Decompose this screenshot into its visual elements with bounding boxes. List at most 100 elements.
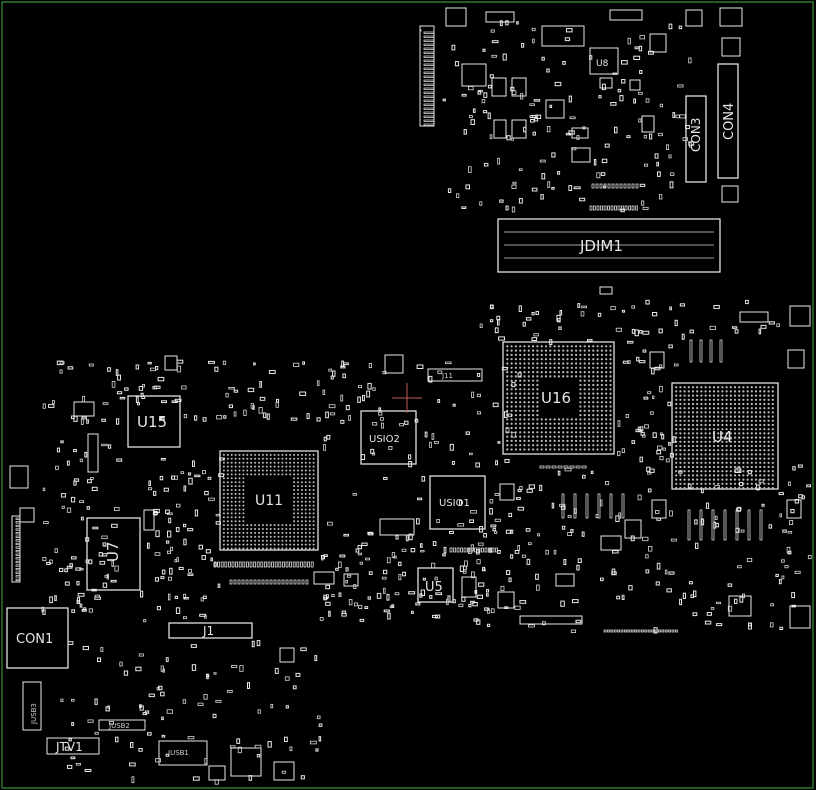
u16-bga[interactable]: U16 [502,341,615,455]
u15-chip[interactable]: U15 [127,395,181,448]
smd-part [461,206,467,209]
smd-part [489,74,494,79]
bga-ball [308,481,311,484]
u11-bga[interactable]: U11 [219,450,319,551]
right-chip-d[interactable] [739,311,769,323]
chip-top-t[interactable] [629,79,641,91]
smd-part [404,420,409,425]
j1-body[interactable] [168,622,253,639]
u16-body[interactable] [502,341,615,455]
smd-part [561,505,566,510]
bga-ball [300,457,303,460]
chip-top-s[interactable] [599,77,613,89]
chip-top-r[interactable] [571,127,589,139]
mid-chip-d[interactable] [624,519,642,539]
right-chip-b[interactable] [787,349,805,369]
usio2-chip[interactable]: USIO2 [360,410,417,465]
u7-chip[interactable]: U7 [86,517,141,591]
left-chip-b[interactable] [73,401,95,417]
jusb3-body[interactable] [22,681,42,731]
chip-usio-b[interactable] [497,591,515,609]
bga-ball [759,444,762,448]
bga-ball [553,426,556,430]
chip-top-n[interactable] [609,9,643,21]
bga-ball [527,431,530,434]
con1-body[interactable] [6,607,69,669]
j11-connector[interactable]: J11 [427,368,483,382]
right-chip-c[interactable] [789,605,811,629]
jusb3-connector[interactable]: JUSB3 [22,681,42,731]
bottom-chip-b[interactable] [273,761,295,781]
jdim1-slot[interactable]: JDIM1 [497,218,721,295]
u15-body[interactable] [127,395,181,448]
con3-connector[interactable] [685,95,707,183]
bga-ball [506,392,509,395]
mid-chip-a[interactable] [379,518,415,536]
con1-connector[interactable]: CON1 [6,607,69,669]
u5-chip[interactable]: U5 [417,567,454,603]
chip-top-c[interactable] [545,99,565,119]
chip-top-a[interactable] [541,25,585,47]
chip-usio-a[interactable] [499,483,515,501]
chip-top-j[interactable] [719,7,743,27]
con4-connector[interactable] [717,63,739,179]
right-chip-e[interactable] [649,351,665,369]
chip-left-mid-c[interactable] [164,355,178,371]
left-edge-connector[interactable] [11,515,21,583]
left-chip-c[interactable] [87,433,99,473]
u5-body[interactable] [417,567,454,603]
j1-connector[interactable]: J1 [168,622,253,639]
jusb2-body[interactable] [98,719,146,731]
bga-ball [514,345,518,348]
jusb1-body[interactable] [158,740,208,766]
jtv1-connector[interactable]: JTV1 [46,737,100,755]
smd-part [625,413,629,418]
usio2-body[interactable] [360,410,417,465]
u7-body[interactable] [86,517,141,591]
chip-left-mid-e[interactable] [313,571,335,585]
left-chip-a[interactable] [9,465,29,489]
jusb2-connector[interactable]: JUSB2 [98,719,146,731]
usio1-body[interactable] [429,475,486,530]
chip-left-mid-d[interactable] [343,573,359,587]
chip-top-d[interactable] [491,77,507,97]
chip-top-p[interactable] [641,115,655,133]
smd-part [401,548,407,552]
left-chip-d[interactable] [143,509,155,531]
mid-chip-e[interactable] [519,615,583,625]
mid-chip-f[interactable] [555,573,575,587]
chip-top-i[interactable] [445,7,467,27]
bottom-chip-c[interactable] [208,765,226,781]
j11-body[interactable] [427,368,483,382]
bga-ball [532,392,535,395]
chip-top-o[interactable] [649,33,667,53]
bga-ball [700,482,703,485]
u11-body[interactable] [219,450,319,551]
bga-ball [592,405,595,408]
u8-chip[interactable] [589,47,619,75]
chip-left-mid-b[interactable] [279,647,295,663]
chip-usio-c[interactable] [461,576,477,598]
usio1-chip[interactable]: USIO1 [429,475,486,530]
right-chip-a[interactable] [789,305,811,327]
jusb1-connector[interactable]: JUSB1 [158,740,208,766]
chip-top-k[interactable] [721,37,741,57]
right-chip-f[interactable] [786,499,802,519]
right-chip-g[interactable] [651,499,667,519]
bga-ball [549,422,552,425]
chip-left-mid-a[interactable] [19,507,35,523]
u4-body[interactable] [671,382,779,490]
bga-ball [566,435,569,438]
u4-bga[interactable]: U4 [671,382,779,490]
chip-top-l[interactable] [721,185,739,203]
bga-ball [293,543,296,546]
chip-top-f[interactable] [493,119,507,139]
chip-top-h[interactable] [571,147,591,163]
mid-chip-b[interactable] [384,354,404,374]
jtv1-body[interactable] [46,737,100,755]
bottom-chip-a[interactable] [230,747,262,777]
jdim1-body[interactable] [497,218,721,273]
mid-chip-c[interactable] [600,535,622,551]
chip-top-q[interactable] [685,9,703,27]
chip-top-b[interactable] [461,63,487,87]
